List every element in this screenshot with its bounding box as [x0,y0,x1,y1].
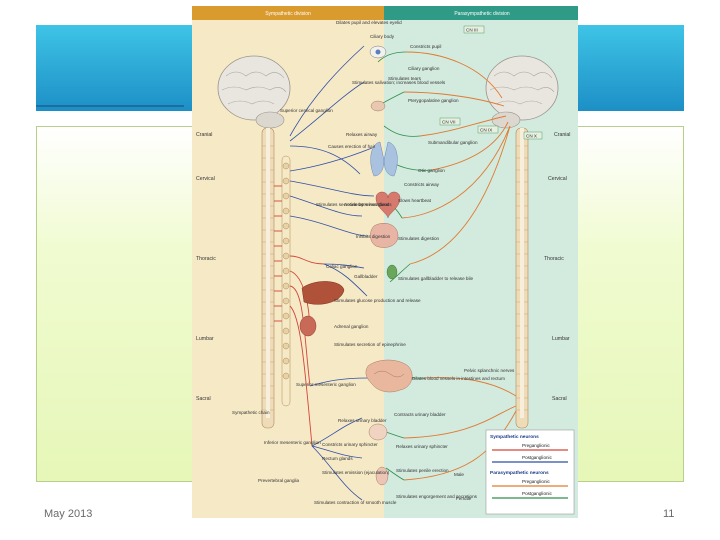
para-label: Pelvic splanchnic nerves [464,368,515,373]
cranial-nerve-tags: CN III CN VII CN IX CN X [439,25,543,140]
left-spinal-column [261,127,275,429]
para-label: Constricts airway [404,182,440,187]
sym-label: Inhibits digestion [356,234,391,239]
sym-label: Prevertebral ganglia [258,478,300,483]
organ-stomach [370,223,399,248]
organ-liver [301,281,345,305]
level-label: Sacral [196,396,211,402]
organ-lungs [370,141,398,177]
para-label: Relaxes urinary sphincter [396,444,448,449]
organ-bladder [368,423,388,441]
parasympathetic-header: Parasympathetic division [454,11,510,17]
level-label: Lumbar [196,336,214,342]
organ-salivary-gland [370,100,386,112]
cn-tag: CN IX [480,128,492,133]
level-label: Sacral [552,396,567,402]
sym-label: Inferior mesenteric ganglion [264,440,321,445]
level-label: Thoracic [544,256,564,262]
para-label: Stimulates engorgement and secretions [396,494,478,499]
para-label: Stimulates penile erection [396,468,449,473]
sym-label: Stimulates secretion by sweat glands [316,202,392,207]
sym-label: Superior mesenteric ganglion [296,382,356,387]
sym-label: Gallbladder [354,274,378,279]
legend-para-title: Parasympathetic neurons [490,470,549,476]
sym-label: Stimulates contraction of smooth muscle [314,500,397,505]
organ-gallbladder [386,264,398,280]
page-number: 11 [663,508,675,520]
sym-label: Rectum glands [322,456,353,461]
autonomic-nervous-system-figure: Sympathetic division Parasympathetic div… [192,6,578,518]
sym-label: Superior cervical ganglion [280,108,333,113]
sym-label: Stimulates secretion of epinephrine [334,342,406,347]
parasympathetic-header-bar [384,6,578,20]
cn-tag: CN III [466,28,478,33]
sym-label: Dilates pupil and elevates eyelid [336,20,402,25]
organ-intestines [365,359,413,393]
sym-label: Sympathetic chain [232,410,270,415]
cn-tag: CN X [526,134,537,139]
level-label: Cervical [196,176,215,182]
sym-label: Relaxes urinary bladder [338,418,387,423]
footer-date: May 2013 [44,508,93,520]
organ-eye [369,45,387,59]
para-label: Dilates blood vessels in intestines and … [412,376,505,381]
level-label: Thoracic [196,256,216,262]
sym-label: Stimulates salivation; increases blood v… [352,80,446,85]
level-label: Lumbar [552,336,570,342]
left-brain [217,55,291,129]
sympathetic-labels: Dilates pupil and elevates eyelid Ciliar… [232,20,446,505]
sym-label: Stimulates emission (ejaculation) [322,470,390,475]
sym-label: Relaxes airway [346,132,378,137]
para-label: Constricts pupil [410,44,441,49]
right-brain [485,55,559,129]
sympathetic-header-bar [192,6,384,20]
sympathetic-header: Sympathetic division [265,11,311,17]
level-label: Cranial [196,132,212,138]
para-label: Submandibular ganglion [428,140,478,145]
level-label: Cranial [554,132,570,138]
organ-kidney [299,315,317,337]
para-label: Slows heartbeat [398,198,432,203]
sym-label: Constricts urinary sphincter [322,442,378,447]
legend-para-pre: Preganglionic [522,479,551,484]
figure-svg: Sympathetic division Parasympathetic div… [192,6,578,518]
sym-label: Stimulates glucose production and releas… [334,298,421,303]
cn-tag: CN VII [442,120,456,125]
legend-sym-post: Postganglionic [522,455,553,460]
neuron-legend: Sympathetic neurons Preganglionic Postga… [485,429,575,515]
organ-genitals [375,466,389,486]
level-label: Cervical [548,176,567,182]
para-label: Male [454,472,464,477]
para-label: Female [456,496,472,501]
sym-label: Causes erection of hair [328,144,376,149]
sympathetic-chain [281,155,291,407]
legend-sym-pre: Preganglionic [522,443,551,448]
legend-para-post: Postganglionic [522,491,553,496]
sym-label: Celiac ganglion [326,264,358,269]
sympathetic-postganglionic-fibers [289,45,375,501]
para-label: Ciliary ganglion [408,66,440,71]
para-label: Stimulates gallbladder to release bile [398,276,474,281]
para-label: Stimulates tears [388,76,422,81]
level-labels-left: Cranial Cervical Thoracic Lumbar Sacral [196,132,216,402]
para-label: Pterygopalatine ganglion [408,98,459,103]
parasympathetic-preganglionic-fibers [401,51,517,481]
para-label: Stimulates digestion [398,236,440,241]
title-underline [36,105,184,107]
parasympathetic-labels: Constricts pupil Ciliary ganglion Stimul… [388,44,515,501]
sym-label: Ciliary body [370,34,395,39]
sym-label: Adrenal ganglion [334,324,369,329]
legend-sym-title: Sympathetic neurons [490,434,539,440]
right-spinal-column [515,127,529,429]
level-labels-right: Cranial Cervical Thoracic Lumbar Sacral [544,132,570,402]
para-label: Contracts urinary bladder [394,412,446,417]
para-label: Otic ganglion [418,168,445,173]
organ-heart [375,191,401,219]
sym-label: Accelerates heartbeat [344,202,389,207]
